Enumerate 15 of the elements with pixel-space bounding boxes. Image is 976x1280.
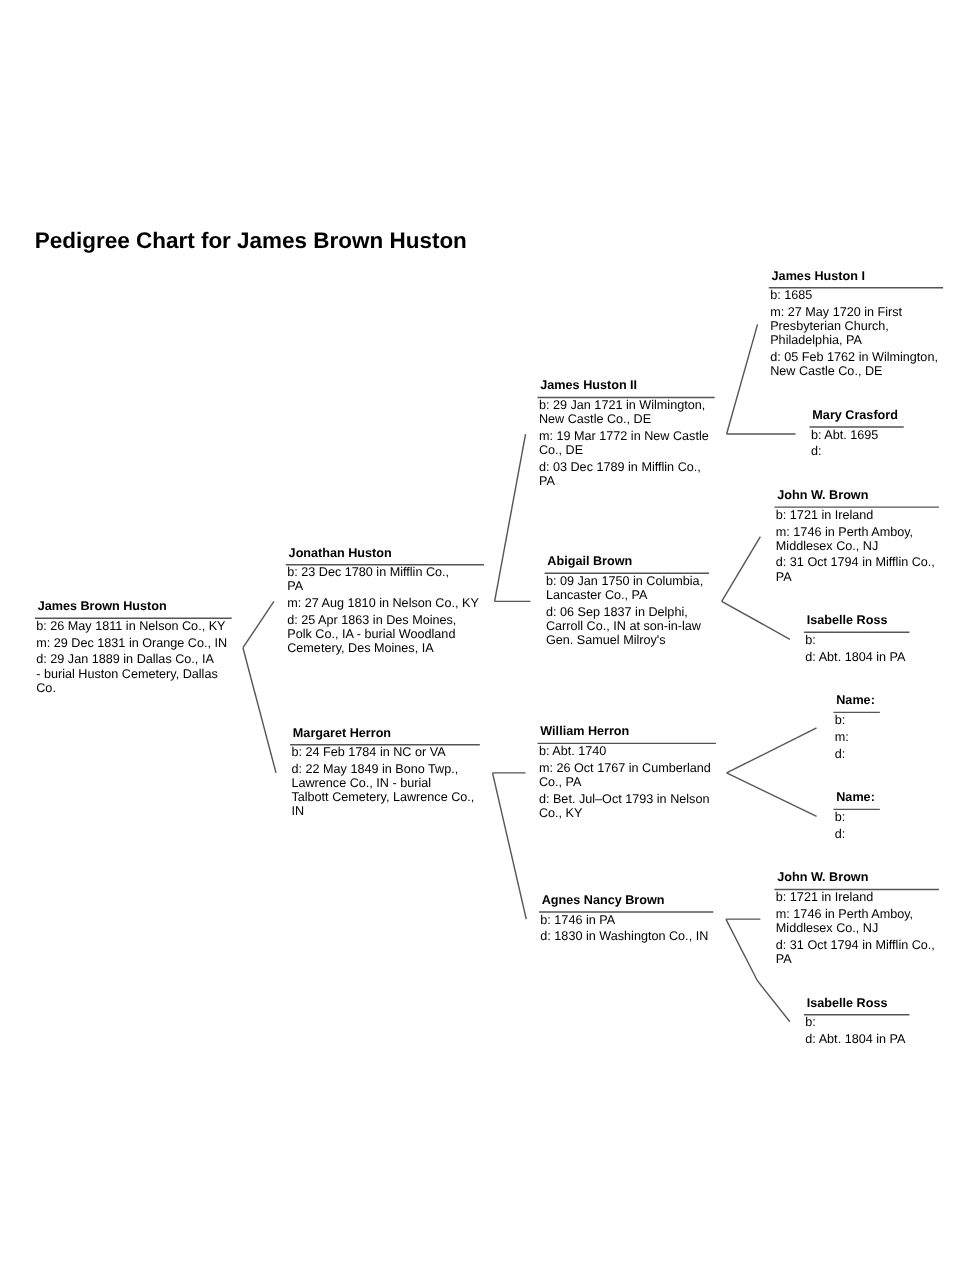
connector [492, 433, 526, 603]
connector [724, 323, 758, 435]
connector [724, 918, 761, 920]
connector [490, 772, 526, 920]
connector [720, 535, 761, 603]
connector [720, 600, 790, 640]
diagram-title: Pedigree Chart for James Brown Huston [33, 230, 466, 255]
connector [724, 727, 817, 774]
connector [724, 433, 796, 435]
connector [490, 772, 526, 774]
connector [241, 647, 276, 774]
connector [724, 918, 790, 1023]
connector [492, 600, 531, 603]
connector [724, 772, 817, 818]
connector [241, 600, 274, 649]
